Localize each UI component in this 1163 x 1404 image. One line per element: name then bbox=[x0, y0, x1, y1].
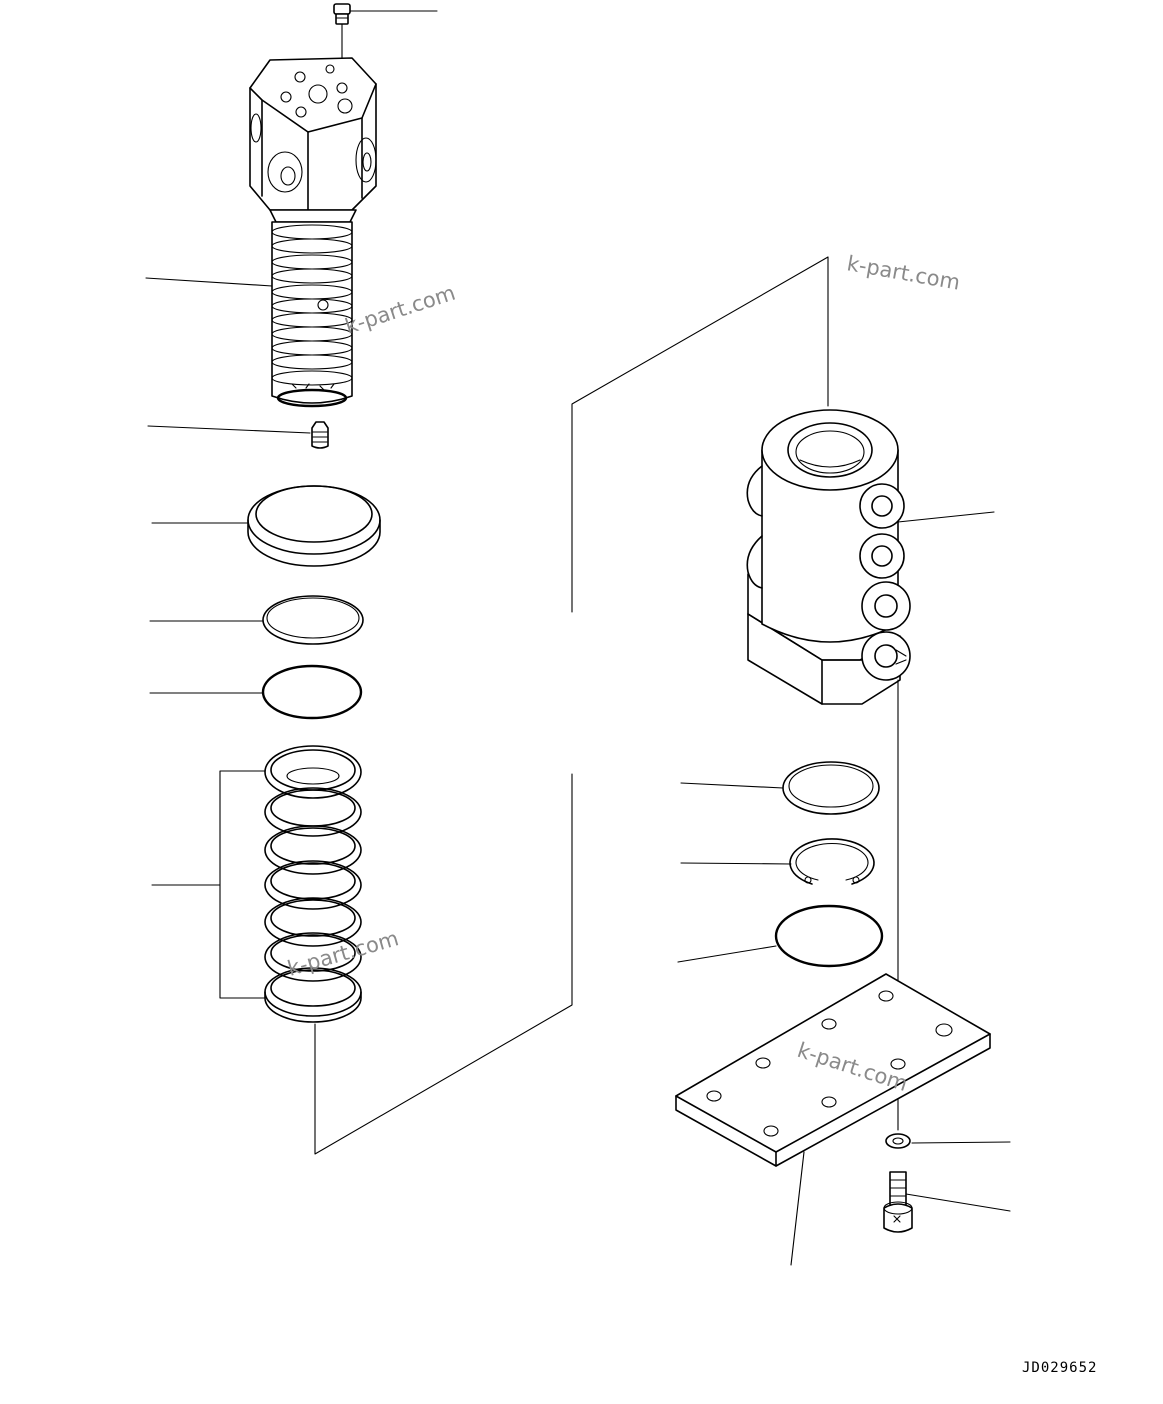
leader-line-washer bbox=[911, 1141, 1011, 1144]
valve-housing bbox=[746, 409, 911, 705]
backup-ring-large bbox=[247, 485, 381, 567]
top-plug-screw bbox=[333, 3, 351, 85]
cover-plate bbox=[675, 973, 991, 1167]
socket-head-bolt bbox=[883, 1171, 913, 1233]
spool-body bbox=[271, 221, 353, 408]
assembly-guide-line-lower bbox=[314, 773, 573, 1155]
leader-line-spool bbox=[145, 277, 273, 287]
leader-line-housing bbox=[897, 511, 995, 523]
watermark-text: k-part.com bbox=[845, 251, 962, 294]
watermark-text: k-part.com bbox=[342, 281, 458, 339]
valve-head-block bbox=[249, 57, 377, 223]
small-plug bbox=[311, 421, 329, 449]
o-ring-right bbox=[774, 904, 884, 968]
snap-ring bbox=[789, 838, 875, 885]
leader-line-bolt bbox=[905, 1193, 1011, 1212]
leader-line-small-plug bbox=[147, 425, 311, 434]
leader-line-backup-ring-right bbox=[680, 782, 784, 789]
leader-line-o-ring-right bbox=[677, 945, 777, 963]
o-ring bbox=[261, 664, 363, 720]
bracket-seal-stack bbox=[219, 770, 266, 999]
seal-ring-stack bbox=[264, 745, 362, 1023]
assembly-guide-line-upper bbox=[571, 256, 829, 613]
backup-ring-right bbox=[782, 761, 880, 815]
leader-line-snap-ring bbox=[680, 862, 792, 865]
drawing-code: JD029652 bbox=[1022, 1360, 1097, 1376]
thin-ring bbox=[262, 595, 364, 645]
leader-line-cover-plate bbox=[790, 1151, 805, 1266]
washer bbox=[885, 1133, 911, 1149]
